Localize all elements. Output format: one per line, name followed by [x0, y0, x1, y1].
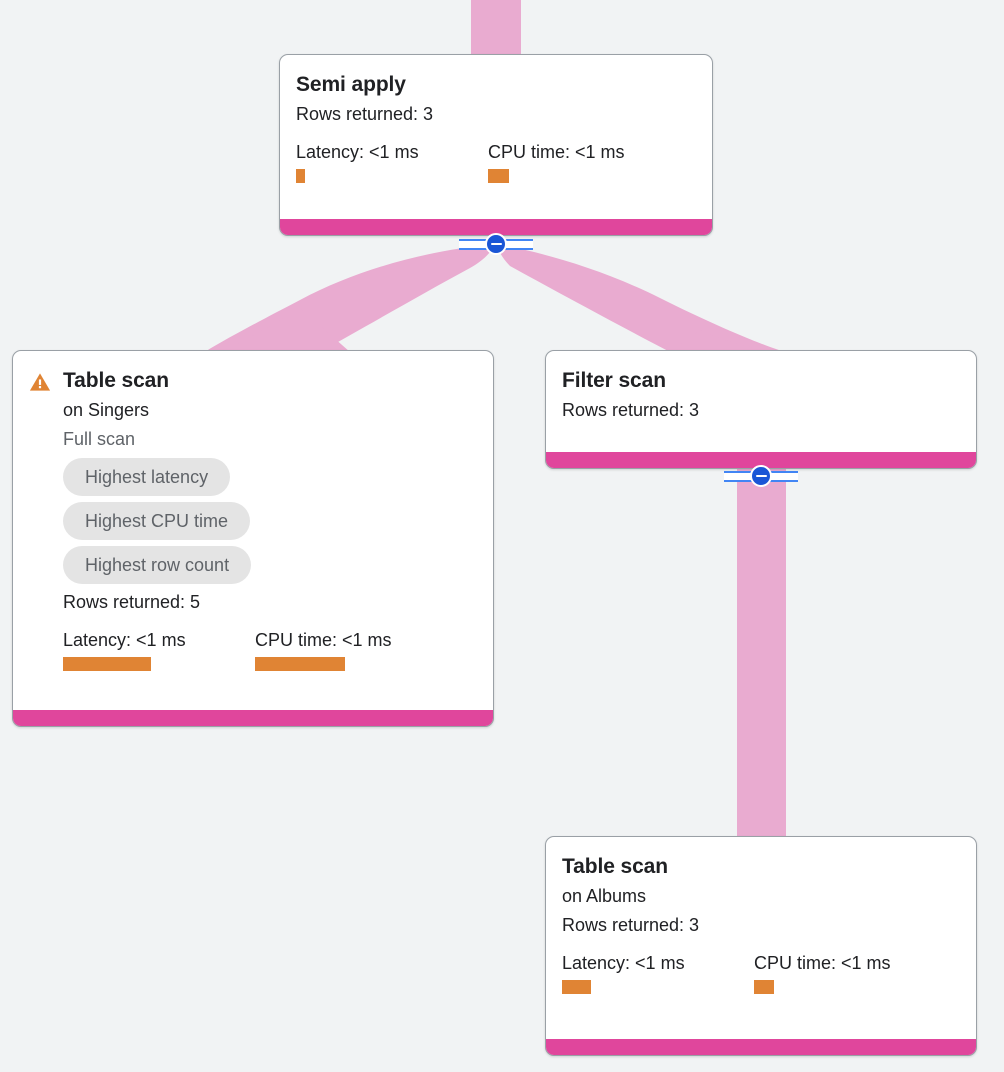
node-rows-returned: Rows returned: 5	[63, 592, 201, 612]
metric-cpu-time-label: CPU time: <1 ms	[754, 953, 891, 973]
edge-semi-apply-to-filter-scan	[497, 244, 785, 352]
node-filter-scan-body: Filter scan Rows returned: 3	[546, 351, 976, 433]
node-metrics: Latency: <1 ms CPU time: <1 ms	[63, 629, 477, 671]
chip-highest-cpu-time[interactable]: Highest CPU time	[63, 502, 251, 540]
collapse-toggle-filter-scan[interactable]	[724, 465, 798, 487]
minus-circle-icon[interactable]	[485, 233, 507, 255]
node-subtitle: on Albums	[562, 886, 647, 906]
node-title: Filter scan	[562, 369, 666, 392]
node-table-scan-singers-details: on Singers Full scan Highest latency Hig…	[29, 398, 477, 671]
node-table-scan-albums-title-row: Table scan	[562, 853, 960, 880]
node-table-scan-singers-body: Table scan on Singers Full scan Highest …	[13, 351, 493, 681]
node-filter-scan-title-row: Filter scan	[562, 367, 960, 394]
chip-highest-row-count[interactable]: Highest row count	[63, 546, 252, 584]
node-semi-apply-title-row: Semi apply	[296, 71, 696, 98]
node-subtitle: on Singers	[63, 400, 150, 420]
chip-highest-latency[interactable]: Highest latency	[63, 458, 231, 496]
metric-cpu-time-bar	[754, 980, 774, 994]
node-metrics: Latency: <1 ms CPU time: <1 ms	[562, 952, 960, 994]
node-semi-apply[interactable]: Semi apply Rows returned: 3 Latency: <1 …	[279, 54, 713, 236]
node-rows-returned: Rows returned: 3	[562, 400, 700, 420]
node-metrics: Latency: <1 ms CPU time: <1 ms	[296, 141, 696, 183]
node-table-scan-singers[interactable]: Table scan on Singers Full scan Highest …	[12, 350, 494, 727]
edge-semi-apply-to-table-scan-singers-tail	[230, 308, 350, 352]
node-rows-returned: Rows returned: 3	[562, 915, 700, 935]
metric-latency-bar	[296, 169, 305, 183]
node-title: Table scan	[562, 855, 668, 878]
node-accent-bar	[13, 710, 493, 726]
metric-cpu-time-label: CPU time: <1 ms	[255, 630, 392, 650]
edge-semi-apply-to-table-scan-singers	[205, 244, 496, 352]
edge-filter-scan-to-table-scan-albums	[737, 468, 786, 848]
metric-latency-bar	[562, 980, 591, 994]
node-table-scan-singers-title-row: Table scan	[29, 367, 477, 394]
collapse-toggle-semi-apply[interactable]	[459, 233, 533, 255]
node-table-scan-albums-body: Table scan on Albums Rows returned: 3 La…	[546, 837, 976, 1004]
node-title: Semi apply	[296, 73, 406, 96]
node-accent-bar	[280, 219, 712, 235]
metric-latency: Latency: <1 ms	[63, 629, 255, 671]
metric-cpu-time: CPU time: <1 ms	[754, 952, 891, 994]
metric-latency-label: Latency: <1 ms	[63, 630, 186, 650]
metric-latency-label: Latency: <1 ms	[296, 142, 419, 162]
metric-latency-bar	[63, 657, 151, 671]
node-chips: Highest latency Highest CPU time Highest…	[63, 458, 477, 584]
metric-latency-label: Latency: <1 ms	[562, 953, 685, 973]
node-table-scan-albums[interactable]: Table scan on Albums Rows returned: 3 La…	[545, 836, 977, 1056]
warning-triangle-icon	[29, 373, 51, 391]
node-scan-type: Full scan	[63, 429, 136, 449]
node-semi-apply-body: Semi apply Rows returned: 3 Latency: <1 …	[280, 55, 712, 193]
node-rows-returned: Rows returned: 3	[296, 104, 434, 124]
node-title: Table scan	[63, 369, 169, 392]
metric-latency: Latency: <1 ms	[296, 141, 488, 183]
metric-cpu-time-bar	[488, 169, 509, 183]
edge-semi-apply-to-filter-scan-tail	[670, 330, 785, 352]
edge-root-in	[471, 0, 521, 60]
metric-cpu-time-bar	[255, 657, 345, 671]
minus-circle-icon[interactable]	[750, 465, 772, 487]
metric-cpu-time-label: CPU time: <1 ms	[488, 142, 625, 162]
node-accent-bar	[546, 452, 976, 468]
metric-cpu-time: CPU time: <1 ms	[488, 141, 625, 183]
metric-cpu-time: CPU time: <1 ms	[255, 629, 392, 671]
metric-latency: Latency: <1 ms	[562, 952, 754, 994]
node-filter-scan[interactable]: Filter scan Rows returned: 3	[545, 350, 977, 469]
node-accent-bar	[546, 1039, 976, 1055]
